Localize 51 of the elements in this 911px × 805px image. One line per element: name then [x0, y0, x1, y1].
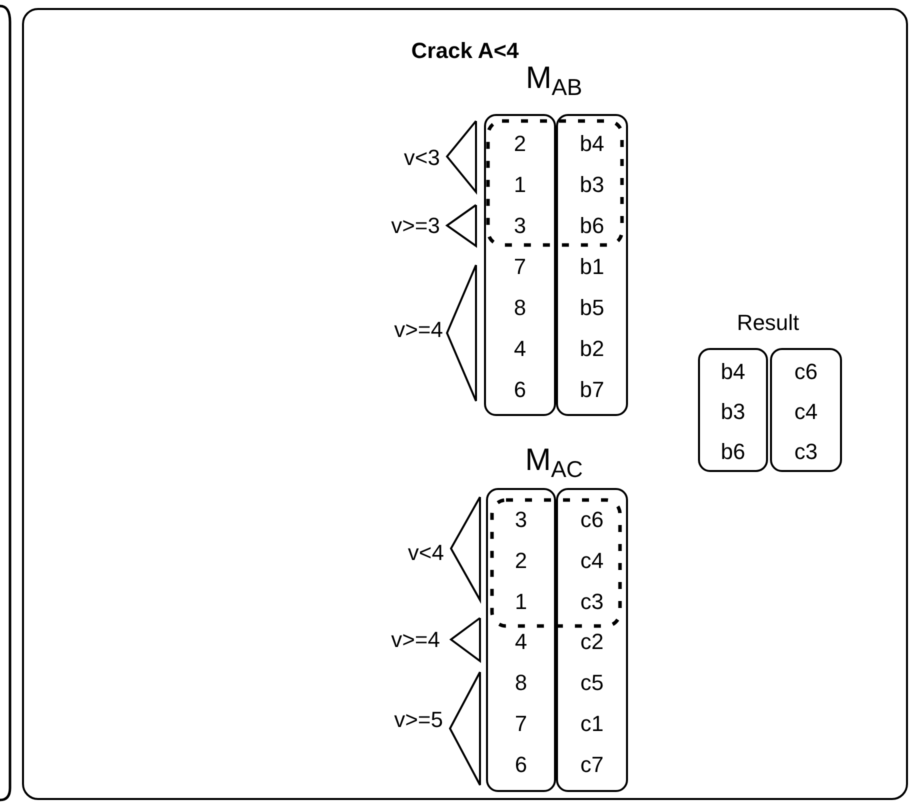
range-label: v>=4 [391, 627, 440, 653]
range-label: v<3 [404, 145, 440, 171]
column-box [486, 488, 556, 792]
range-label: v>=3 [391, 213, 440, 239]
matrix-value: b4 [578, 131, 606, 157]
matrix-value: b4 [720, 359, 746, 385]
matrix-name: M$_{AB}$ [526, 61, 582, 95]
matrix-value: 1 [514, 588, 528, 615]
range-label: v<4 [408, 540, 444, 566]
column-box [484, 114, 556, 416]
column-box [770, 348, 842, 472]
matrix-value: 3 [514, 507, 528, 533]
matrix-value: b3 [578, 172, 606, 198]
range-label: v>=5 [394, 707, 443, 733]
matrix-value: 6 [512, 377, 528, 403]
matrix-value: b6 [578, 213, 606, 239]
matrix-value: 7 [512, 254, 528, 280]
matrix-value: c4 [579, 548, 605, 574]
range-label: v>=4 [394, 317, 443, 343]
matrix-value: 7 [514, 711, 528, 737]
matrix-value: 3 [512, 213, 528, 239]
matrix-value: c7 [579, 752, 605, 778]
matrix-value: 4 [512, 336, 528, 362]
matrix-value: b5 [578, 295, 606, 321]
matrix-value: b3 [720, 399, 746, 425]
result-heading: Result [736, 310, 800, 336]
matrix-value: 8 [514, 670, 528, 696]
matrix-value: c6 [579, 507, 605, 533]
matrix-value: c2 [579, 629, 605, 656]
panel-title: Crack A<4 [410, 38, 520, 64]
matrix-value: c1 [579, 711, 605, 737]
matrix-value: c4 [793, 399, 819, 425]
panel [22, 8, 908, 800]
matrix-value: c3 [579, 588, 605, 615]
matrix-value: c6 [793, 359, 819, 385]
matrix-value: 2 [512, 131, 528, 157]
matrix-value: 1 [512, 172, 528, 198]
matrix-value: 8 [512, 295, 528, 321]
matrix-value: c3 [793, 439, 819, 465]
matrix-value: b6 [720, 439, 746, 465]
matrix-value: b1 [578, 254, 606, 280]
matrix-value: 4 [514, 629, 528, 656]
matrix-value: 2 [514, 548, 528, 574]
matrix-value: c5 [579, 670, 605, 696]
column-box [556, 114, 628, 416]
matrix-value: b7 [578, 377, 606, 403]
matrix-value: b2 [578, 336, 606, 362]
column-box [698, 348, 768, 472]
matrix-name: M$_{AC}$ [525, 443, 583, 477]
column-box [556, 488, 628, 792]
matrix-value: 6 [514, 752, 528, 778]
